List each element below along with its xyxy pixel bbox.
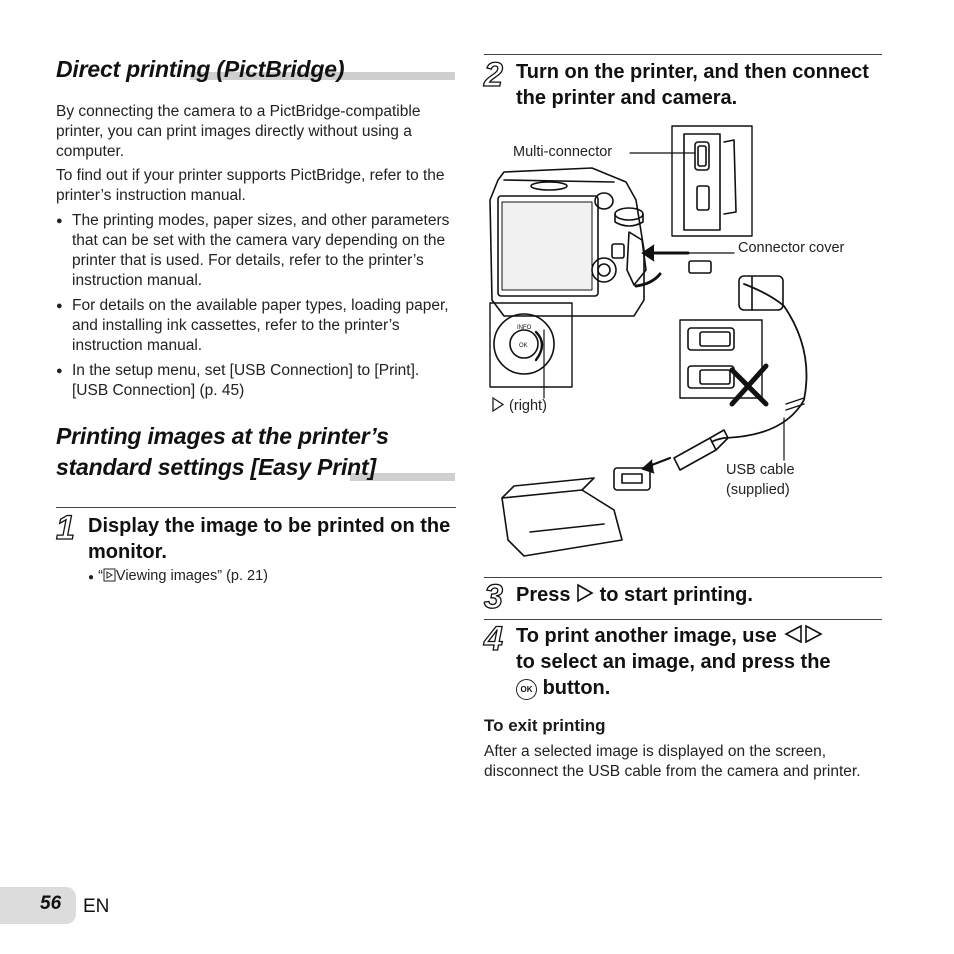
bullet-list: The printing modes, paper sizes, and oth… [56,207,456,401]
section-title-line-2: standard settings [Easy Print] [56,454,376,480]
section-title-direct-printing: Direct printing (PictBridge) [56,56,345,82]
section-title-easy-print: Printing images at the printer’s standar… [56,421,389,483]
page-number: 56 [40,893,62,914]
label-right: (right) [491,397,547,414]
step-divider [56,507,456,508]
right-arrow-icon [492,397,505,412]
step-number-3: 3 [483,578,503,616]
label-multi-connector: Multi-connector [513,144,613,160]
section-title-line-1: Printing images at the printer’s [56,423,389,449]
step-4-text: To print another image, use to select an… [516,624,831,700]
list-item: The printing modes, paper sizes, and oth… [56,211,456,291]
step-1-reference: ● “Viewing images” (p. 21) [88,568,268,584]
page-number-tab [0,887,76,924]
connection-illustration: INFO OK [489,125,808,557]
step-2-text: Turn on the printer, and then connect th… [516,61,869,109]
step-3-text: Press to start printing. [516,583,753,606]
right-arrow-icon [577,583,594,603]
language-code: EN [83,896,110,917]
ok-label: OK [519,343,528,349]
exit-printing-heading: To exit printing [484,716,606,735]
left-right-arrow-icon [784,624,824,644]
support-paragraph: To find out if your printer supports Pic… [56,167,445,204]
playback-icon [103,568,116,584]
step-divider [484,54,882,55]
label-connector-cover: Connector cover [738,240,845,256]
step-divider [484,577,882,578]
camera-body [489,167,647,317]
ok-button-icon: OK [516,679,537,700]
step-1-text: Display the image to be printed on the m… [88,515,451,563]
exit-printing-text: After a selected image is displayed on t… [484,743,861,780]
step-number-4: 4 [483,620,503,658]
title-underline-bar [190,72,455,80]
title-underline-bar [350,473,455,481]
step-divider [484,619,882,620]
step-number-1: 1 [55,509,75,547]
label-usb-cable: USB cable (supplied) [726,462,795,498]
intro-paragraph: By connecting the camera to a PictBridge… [56,103,421,160]
step-number-2: 2 [483,56,503,94]
list-item: In the setup menu, set [USB Connection] … [56,361,456,401]
list-item: For details on the available paper types… [56,296,456,356]
info-label: INFO [517,325,532,331]
